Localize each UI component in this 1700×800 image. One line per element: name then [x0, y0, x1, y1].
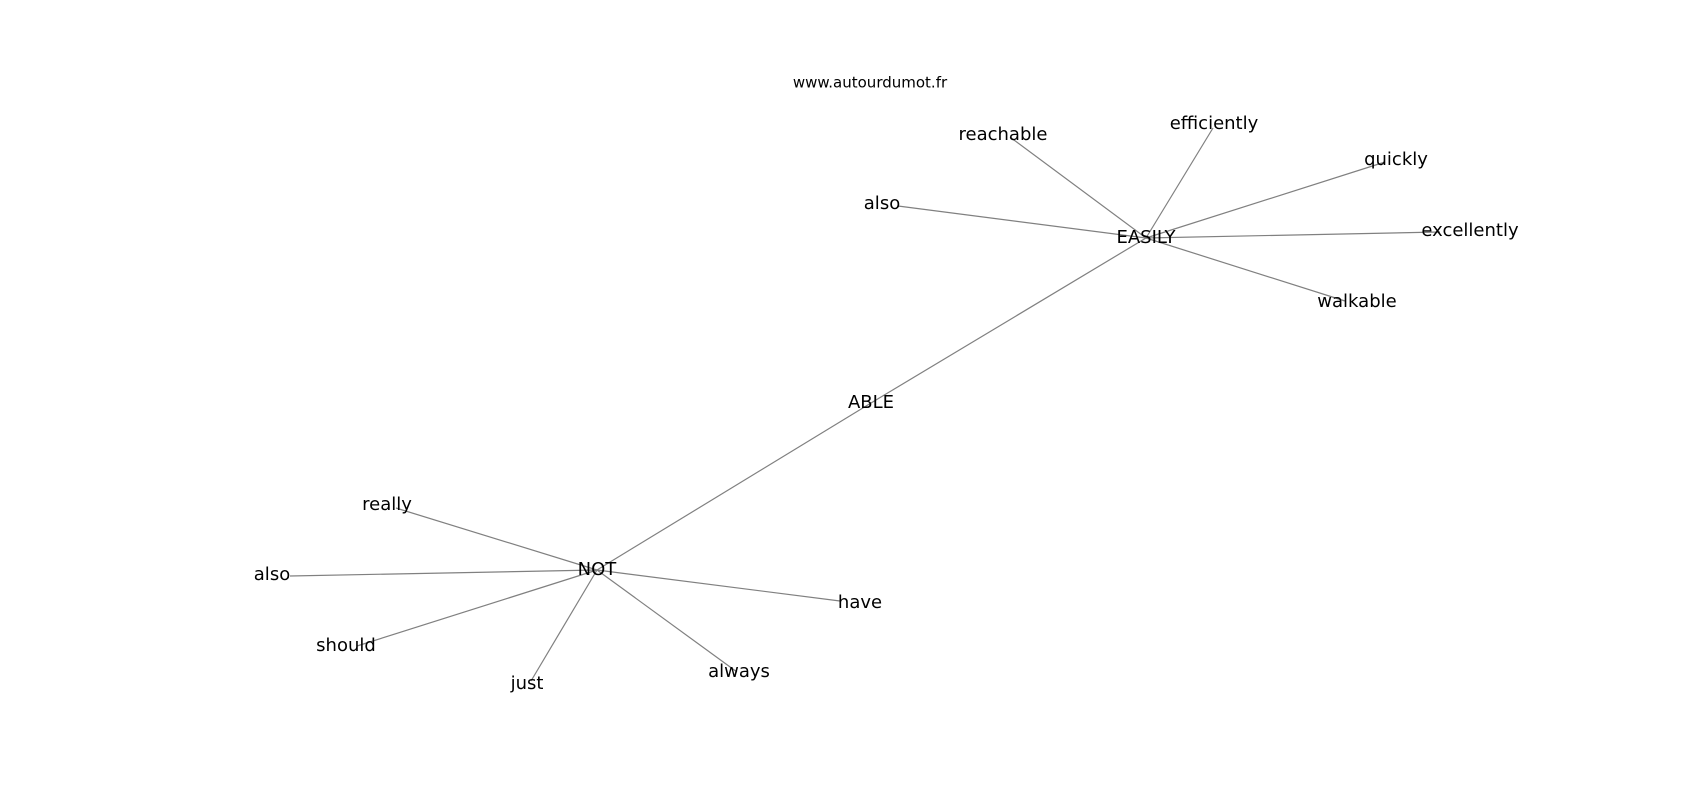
edge-not-always: [596, 569, 738, 673]
edge-easily-reachable: [1009, 136, 1147, 239]
node-walkable: walkable: [1317, 291, 1396, 312]
node-always: always: [708, 661, 770, 682]
edge-not-also-not: [289, 569, 598, 577]
edge-easily-walkable: [1145, 237, 1346, 302]
graph-edges: [289, 127, 1441, 682]
edge-easily-efficiently: [1145, 127, 1214, 239]
edge-easily-quickly: [1145, 161, 1386, 239]
node-reachable: reachable: [959, 124, 1048, 145]
node-just: just: [510, 673, 544, 694]
node-efficiently: efficiently: [1170, 113, 1259, 134]
graph-nodes: ABLE EASILY NOT reachable efficiently quickly…: [254, 113, 1519, 694]
node-have: have: [838, 592, 882, 613]
edge-not-should: [356, 569, 598, 647]
edge-not-really: [395, 507, 598, 571]
node-also-easily: also: [864, 193, 900, 214]
edge-able-not: [596, 402, 872, 571]
node-quickly: quickly: [1364, 149, 1428, 170]
edge-able-easily: [870, 237, 1147, 404]
node-really: really: [362, 494, 412, 515]
node-should: should: [316, 635, 376, 656]
edge-not-just: [530, 569, 598, 682]
node-also-not: also: [254, 564, 290, 585]
edge-easily-excellently: [1145, 231, 1441, 239]
edge-easily-also-easily: [897, 205, 1147, 239]
edge-not-have: [596, 569, 841, 602]
node-excellently: excellently: [1421, 220, 1519, 241]
node-easily: EASILY: [1116, 227, 1176, 248]
node-not: NOT: [578, 559, 618, 580]
node-able: ABLE: [848, 392, 894, 413]
watermark: www.autourdumot.fr: [793, 74, 948, 92]
